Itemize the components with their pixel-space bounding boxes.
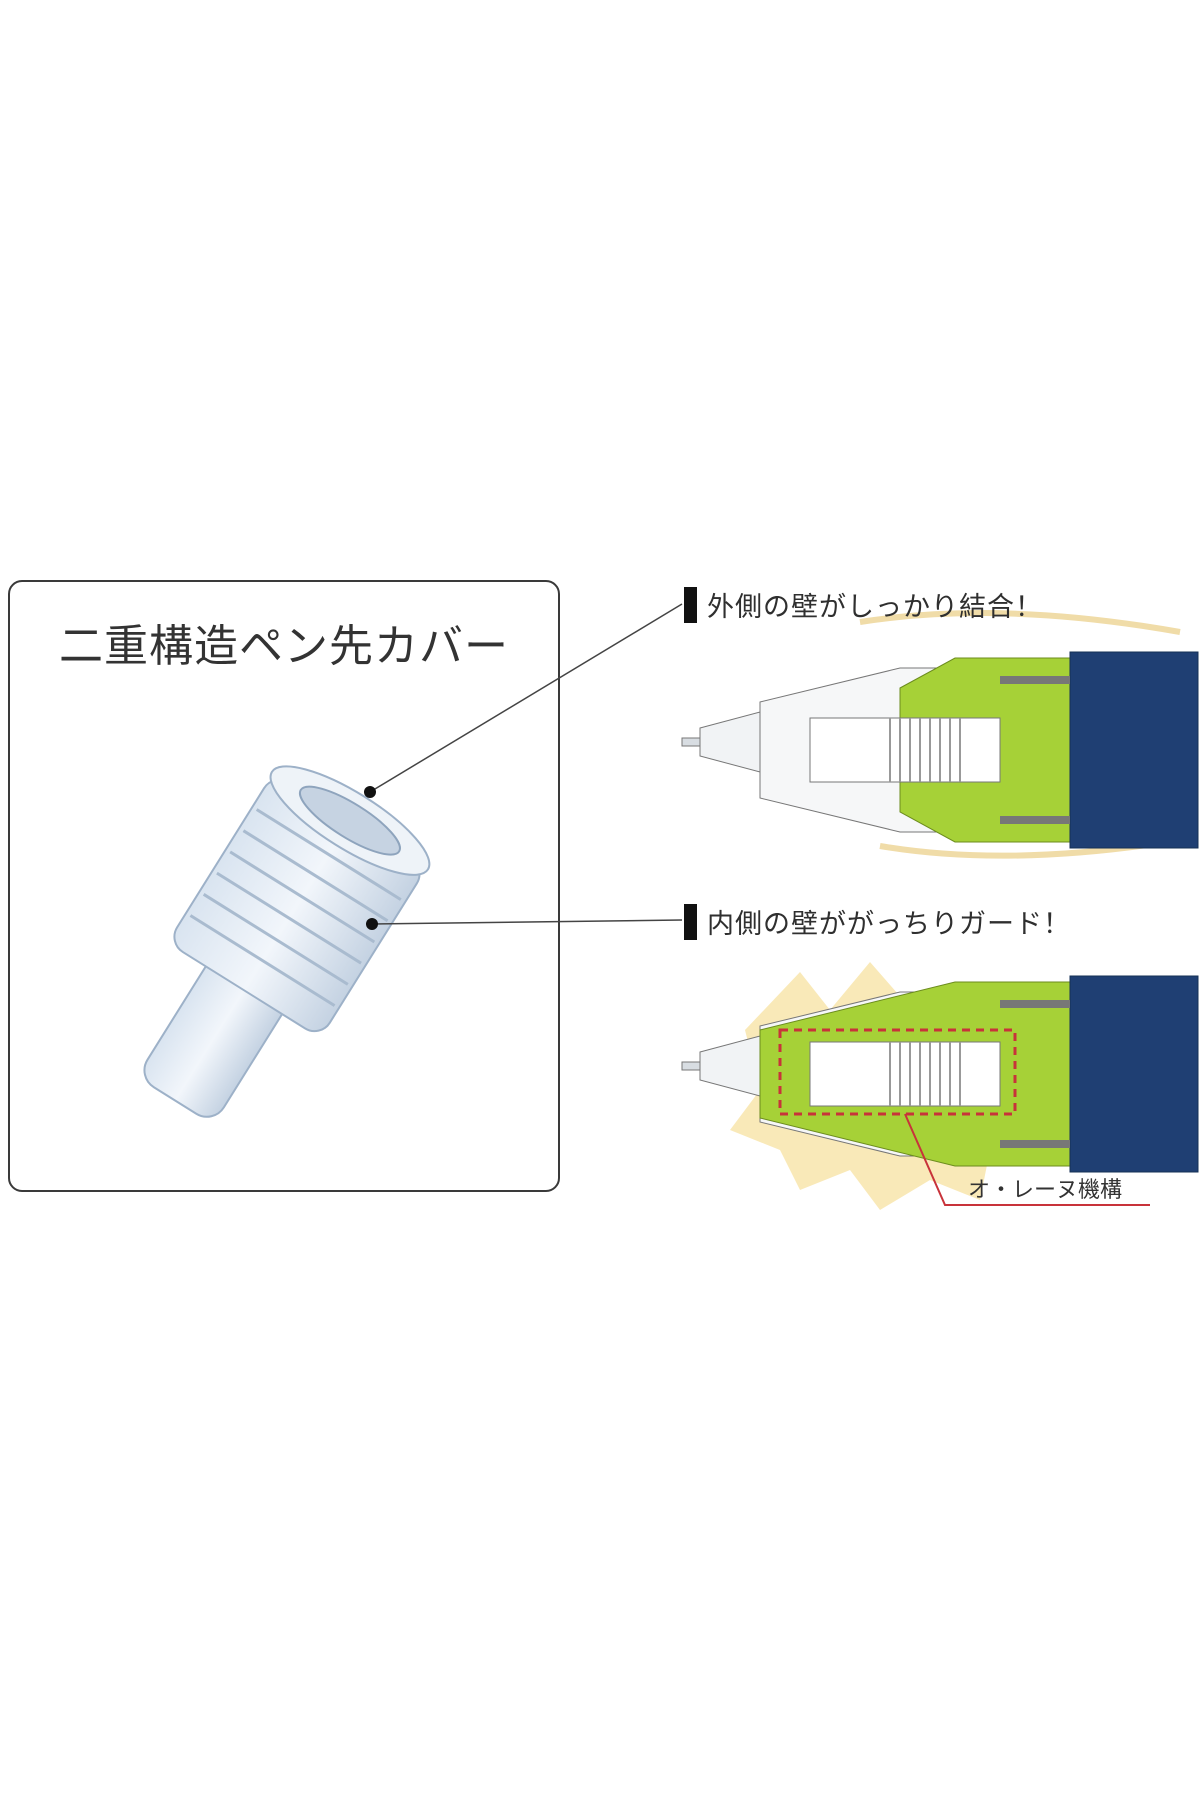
leader-dot-outer — [364, 786, 376, 798]
cap-panel: 二重構造ペン先カバー — [8, 580, 560, 1192]
mechanism-highlight — [778, 1028, 1017, 1116]
leader-dot-inner — [366, 918, 378, 930]
callout-outer-wall: 外側の壁がしっかり結合！ — [684, 585, 1043, 624]
callout-marker — [684, 903, 697, 940]
leader-line-outer — [369, 603, 683, 793]
callout-inner-text: 内側の壁ががっちりガード！ — [707, 909, 1071, 940]
panel-title: 二重構造ペン先カバー — [59, 621, 509, 672]
callout-inner-wall: 内側の壁ががっちりガード！ — [684, 902, 1071, 941]
pen-bottom — [681, 975, 1199, 1173]
transparent-cap-icon — [143, 765, 431, 1118]
mechanism-leader-line — [904, 1113, 1150, 1206]
callout-marker — [684, 586, 697, 623]
callout-outer-text: 外側の壁がしっかり結合！ — [707, 592, 1043, 623]
vibration-arc — [859, 610, 1181, 635]
pen-top — [681, 651, 1199, 849]
mechanism-label: オ・レーヌ機構 — [968, 1178, 1123, 1203]
leader-line-inner — [371, 919, 683, 925]
